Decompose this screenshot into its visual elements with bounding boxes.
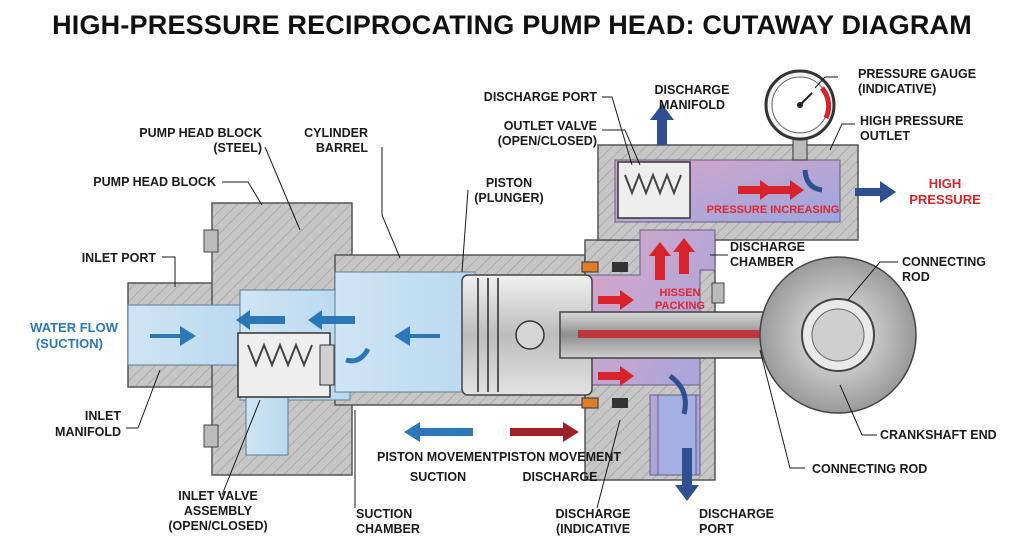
label-cylinder-barrel-2: BARREL bbox=[316, 141, 368, 155]
label-crankshaft-end: CRANKSHAFT END bbox=[880, 428, 997, 442]
outlet-flow-arrows bbox=[650, 104, 896, 501]
label-cylinder-barrel-1: CYLINDER bbox=[304, 126, 368, 140]
label-pressure-gauge-1: PRESSURE GAUGE bbox=[858, 67, 976, 81]
label-inlet-manifold-1: INLET bbox=[85, 409, 121, 423]
label-water-flow-2: (SUCTION) bbox=[36, 336, 103, 351]
pressure-gauge bbox=[764, 69, 836, 161]
label-inlet-valve-2: ASSEMBLY bbox=[184, 504, 253, 518]
label-pressure-gauge-2: (INDICATIVE) bbox=[858, 82, 936, 96]
label-discharge-port-bottom-1: DISCHARGE bbox=[699, 507, 774, 521]
label-connecting-rod-bottom: CONNECTING ROD bbox=[812, 462, 927, 476]
label-high-pressure-outlet-2: OUTLET bbox=[860, 129, 910, 143]
inlet-valve-assembly bbox=[237, 332, 335, 398]
label-discharge-manifold-1: DISCHARGE bbox=[654, 83, 729, 97]
flange-bolts bbox=[203, 229, 725, 448]
label-inlet-valve-1: INLET VALVE bbox=[178, 489, 257, 503]
label-pump-head-block-steel-2: (STEEL) bbox=[213, 141, 262, 155]
label-connecting-rod-top-1: CONNECTING bbox=[902, 255, 986, 269]
label-piston-movement-suction-2: SUCTION bbox=[410, 470, 466, 484]
label-hissen-packing-2: PACKING bbox=[655, 300, 705, 312]
label-water-flow-1: WATER FLOW bbox=[30, 320, 119, 335]
label-inlet-manifold-2: MANIFOLD bbox=[55, 425, 121, 439]
diagram-title: HIGH-PRESSURE RECIPROCATING PUMP HEAD: C… bbox=[52, 10, 972, 40]
label-discharge-port-top: DISCHARGE PORT bbox=[484, 90, 598, 104]
label-discharge-indicative-2: (INDICATIVE bbox=[556, 522, 630, 536]
label-suction-chamber-2: CHAMBER bbox=[356, 522, 420, 536]
label-discharge-port-bottom-2: PORT bbox=[699, 522, 734, 536]
label-discharge-chamber-2: CHAMBER bbox=[730, 255, 794, 269]
label-high-pressure-1: HIGH bbox=[929, 176, 962, 191]
labels: PUMP HEAD BLOCK (STEEL) PUMP HEAD BLOCK … bbox=[30, 67, 997, 536]
label-discharge-manifold-2: MANIFOLD bbox=[659, 98, 725, 112]
label-outlet-valve-1: OUTLET VALVE bbox=[504, 119, 597, 133]
label-inlet-valve-3: (OPEN/CLOSED) bbox=[168, 519, 267, 533]
label-high-pressure-2: PRESSURE bbox=[909, 192, 981, 207]
label-piston-movement-discharge-2: DISCHARGE bbox=[522, 470, 597, 484]
label-piston-movement-discharge-1: PISTON MOVEMENT bbox=[499, 450, 621, 464]
label-pump-head-block-steel-1: PUMP HEAD BLOCK bbox=[139, 126, 262, 140]
seal-rings bbox=[581, 261, 628, 409]
label-piston-1: PISTON bbox=[486, 176, 532, 190]
crankshaft bbox=[759, 256, 917, 414]
piston-movement-arrows bbox=[404, 422, 579, 442]
label-suction-chamber-1: SUCTION bbox=[356, 507, 412, 521]
label-piston-2: (PLUNGER) bbox=[474, 191, 543, 205]
label-connecting-rod-top-2: ROD bbox=[902, 270, 930, 284]
label-pump-head-block: PUMP HEAD BLOCK bbox=[93, 175, 216, 189]
label-high-pressure-outlet-1: HIGH PRESSURE bbox=[860, 114, 964, 128]
label-discharge-indicative-1: DISCHARGE bbox=[555, 507, 630, 521]
label-inlet-port: INLET PORT bbox=[82, 251, 157, 265]
label-piston-movement-suction-1: PISTON MOVEMENT bbox=[377, 450, 499, 464]
label-outlet-valve-2: (OPEN/CLOSED) bbox=[498, 134, 597, 148]
suction-flow-arrows bbox=[150, 310, 440, 364]
label-pressure-increasing: PRESSURE INCREASING bbox=[707, 204, 840, 216]
discharge-flow-arrows bbox=[598, 180, 804, 386]
label-discharge-chamber-1: DISCHARGE bbox=[730, 240, 805, 254]
outlet-valve bbox=[617, 161, 691, 219]
label-hissen-packing-1: HISSEN bbox=[660, 287, 701, 299]
leader-lines bbox=[126, 76, 898, 509]
